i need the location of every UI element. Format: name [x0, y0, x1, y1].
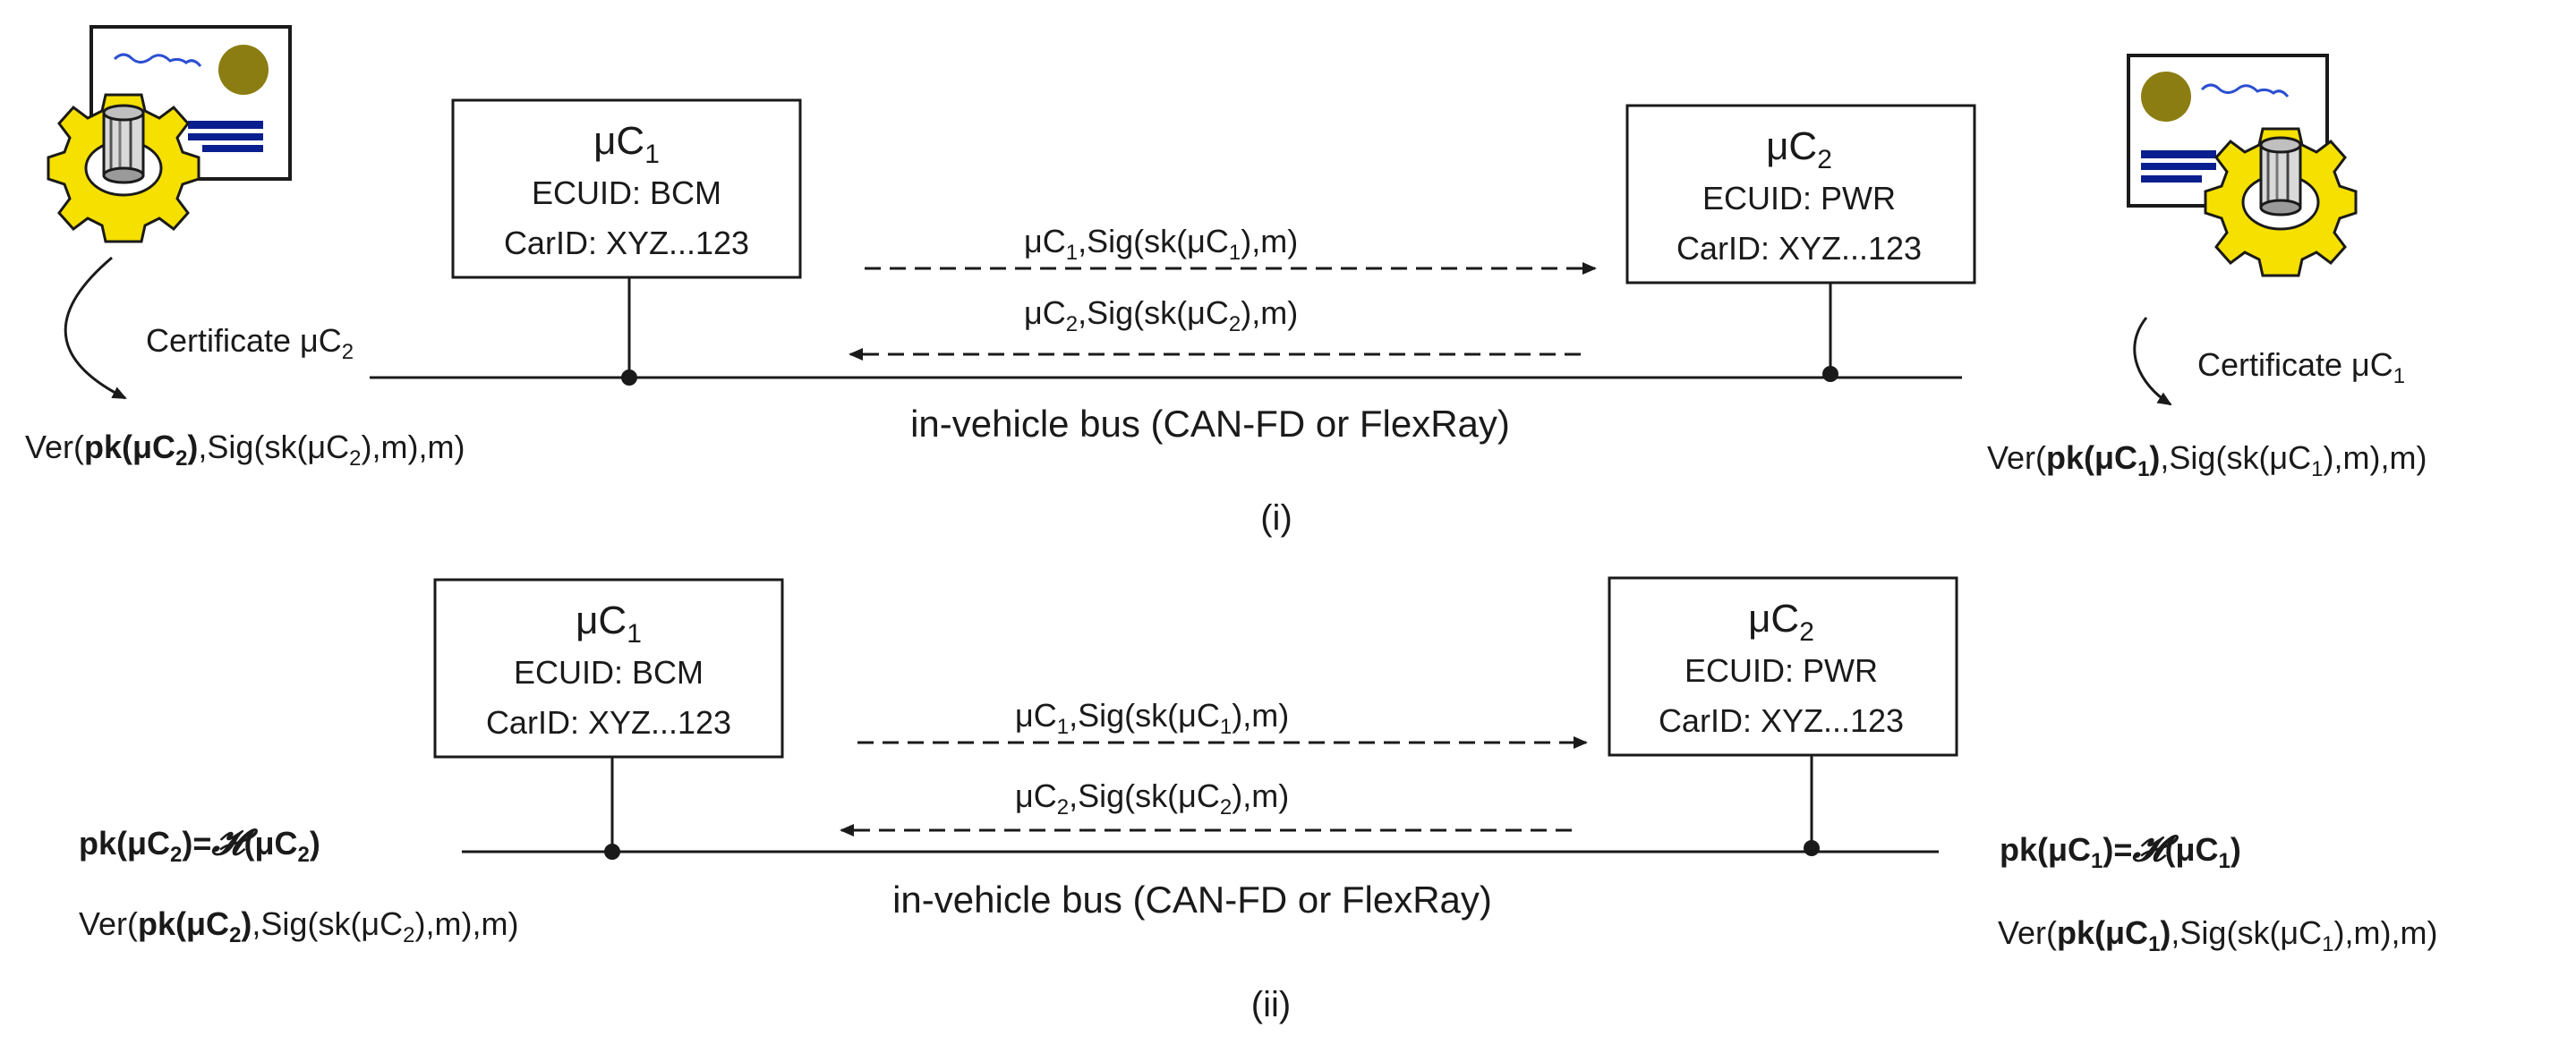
certificate-with-gear-icon: [47, 25, 292, 243]
figure-caption: (i): [1260, 498, 1292, 538]
message-label: μC1,Sig(sk(μC1),m): [1024, 223, 1298, 265]
node-ecuid: ECUID: PWR: [1702, 180, 1896, 217]
certificate-label: Certificate μC1: [2197, 346, 2405, 388]
node-ecuid: ECUID: BCM: [514, 654, 704, 691]
node-title: μC2: [1766, 124, 1832, 174]
verify-expression: Ver(pk(μC2),Sig(sk(μC2),m),m): [25, 429, 465, 471]
node-carid: CarID: XYZ...123: [1659, 702, 1904, 739]
node-box-uc1: [433, 578, 784, 759]
bus-junction: [1822, 366, 1838, 382]
node-title: μC1: [593, 119, 660, 169]
message-label: μC2,Sig(sk(μC2),m): [1015, 777, 1289, 819]
bus-junction: [1804, 840, 1820, 856]
node-box-uc2: [1608, 576, 1958, 757]
verify-expression: Ver(pk(μC2),Sig(sk(μC2),m),m): [79, 905, 518, 947]
node-box-uc2: [1625, 104, 1976, 284]
bus-junction: [621, 369, 637, 386]
node-carid: CarID: XYZ...123: [486, 704, 731, 741]
public-key-hash-formula: pk(μC1)=𝓗(μC1): [2000, 828, 2241, 873]
node-box-uc1: [451, 98, 802, 279]
node-title: μC2: [1748, 597, 1814, 647]
public-key-hash-formula: pk(μC2)=𝓗(μC2): [79, 821, 320, 867]
certificate-label: Certificate μC2: [146, 322, 354, 364]
node-carid: CarID: XYZ...123: [1676, 230, 1922, 267]
verify-expression: Ver(pk(μC1),Sig(sk(μC1),m),m): [1998, 914, 2437, 956]
bus-label: in-vehicle bus (CAN-FD or FlexRay): [910, 403, 1510, 445]
certificate-with-gear-icon: [2127, 54, 2358, 277]
node-ecuid: ECUID: PWR: [1685, 652, 1878, 689]
right-verify-arrow: [2133, 317, 2172, 406]
node-title: μC1: [576, 599, 642, 649]
verify-expression: Ver(pk(μC1),Sig(sk(μC1),m),m): [1987, 439, 2427, 481]
node-ecuid: ECUID: BCM: [532, 174, 721, 211]
message-label: μC1,Sig(sk(μC1),m): [1015, 697, 1289, 739]
node-carid: CarID: XYZ...123: [504, 225, 749, 261]
bus-label: in-vehicle bus (CAN-FD or FlexRay): [892, 879, 1492, 921]
message-label: μC2,Sig(sk(μC2),m): [1024, 294, 1298, 336]
figure-caption: (ii): [1251, 985, 1291, 1024]
left-verify-arrow: [64, 256, 127, 400]
bus-junction: [604, 844, 620, 860]
